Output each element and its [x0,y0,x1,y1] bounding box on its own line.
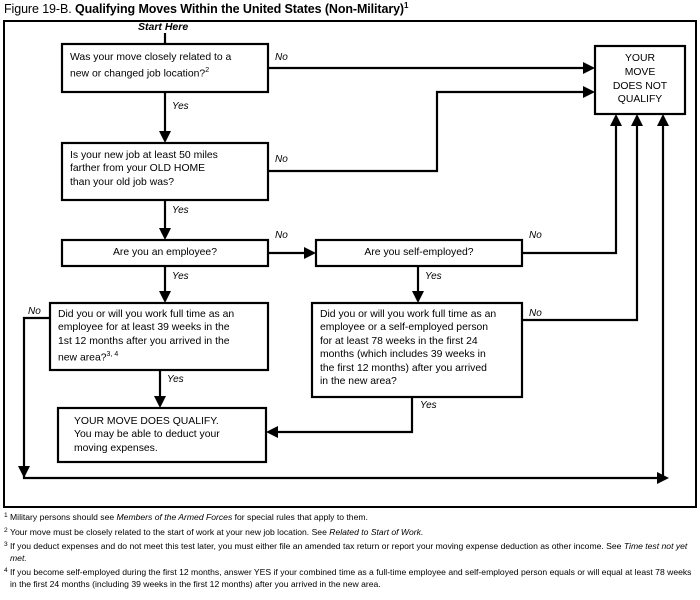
arrowhead-q6-no [631,114,643,126]
arrowhead-q2-yes [159,228,171,240]
qualify-line1: YOUR MOVE DOES QUALIFY. [74,416,219,427]
figure-label: Figure 19-B. [4,2,72,17]
flowchart-border [3,20,697,508]
node-fifty-miles-farther: Is your new job at least 50 miles farthe… [70,149,266,189]
footnote-2: 2 Your move must be closely related to t… [4,527,698,539]
not-qualify-line4: QUALIFY [617,94,663,106]
figure-title: Figure 19-B. Qualifying Moves Within the… [4,1,408,16]
arrowhead-q2-no [583,86,595,98]
arrowhead-q3-no [304,247,316,259]
q5-line1: Did you or will you work full time as an [58,309,235,320]
q5-line3: 1st 12 months after you arrived in the [58,335,230,347]
node-seventy-eight-weeks-test: Did you or will you work full time as an… [320,308,520,388]
node-move-does-qualify: YOUR MOVE DOES QUALIFY. You may be able … [74,415,264,455]
not-qualify-line2: MOVE [624,66,656,78]
arrowhead-q5-no-up [657,114,669,126]
arrowhead-q3-yes [159,291,171,303]
q6-line5: the first 12 months) after you arrived [320,362,487,374]
connector-q4-no [522,120,618,255]
box-outline-not-qualify [593,44,687,116]
footnote-4-text: If you become self-employed during the f… [10,567,692,589]
edge-label-q4-yes: Yes [425,271,442,282]
connector-q6-no [522,120,639,322]
q6-line6: in the new area? [320,376,397,388]
arrowhead-q1-no [583,62,595,74]
q2-line1: Is your new job at least 50 miles [70,150,218,161]
q6-line1: Did you or will you work full time as an [320,309,497,320]
q5-line2: employee for at least 39 weeks in the [58,322,230,334]
q5-footnote-mark: 3, 4 [106,351,119,359]
footnote-3-text: If you deduct expenses and do not meet t… [10,541,688,563]
footnote-3-mark: 3 [4,541,8,549]
q1-footnote-mark: 2 [205,67,210,75]
q1-line2: new or changed job location? [70,68,206,80]
q1-line1: Was your move closely related to a [70,52,232,63]
arrowhead-q4-no [610,114,622,126]
footnote-2-mark: 2 [4,526,8,534]
edge-label-q3-yes: Yes [172,271,189,282]
box-outline-q5 [48,301,270,372]
node-related-to-job-location: Was your move closely related to a new o… [70,51,262,81]
edge-label-q6-no: No [529,308,542,319]
footnote-4: 4 If you become self-employed during the… [4,567,698,590]
footnotes-list: 1 Military persons should see Members of… [4,512,698,594]
footnote-1-text: Military persons should see Members of t… [10,512,368,522]
not-qualify-line3: DOES NOT [612,80,668,92]
figure-title-text: Qualifying Moves Within the United State… [74,2,404,17]
footnote-2-text: Your move must be closely related to the… [10,526,424,537]
start-here-label: Start Here [138,21,189,33]
q6-line3: for at least 78 weeks in the first 24 [320,335,478,347]
arrowhead-q4-yes [412,291,424,303]
footnote-4-mark: 4 [4,567,8,575]
edge-label-q2-no: No [275,154,288,165]
footnote-1: 1 Military persons should see Members of… [4,512,698,524]
q5-line4: new area? [58,352,107,364]
arrowhead-q6-yes [266,426,278,438]
figure-title-footnote-mark: 1 [404,1,409,10]
qualify-line2: You may be able to deduct your [74,429,220,441]
edge-label-q1-yes: Yes [172,101,189,112]
box-outline-q6 [310,301,524,399]
node-are-you-self-employed: Are you self-employed? [364,247,474,258]
edge-label-q2-yes: Yes [172,205,189,216]
edge-label-q4-no: No [529,230,542,241]
not-qualify-line1: YOUR [624,53,656,64]
q2-line3: than your old job was? [70,176,174,188]
box-outline-qualify [56,406,268,464]
node-move-does-not-qualify: YOUR MOVE DOES NOT QUALIFY [595,52,685,107]
edge-label-q5-no: No [28,306,41,317]
arrowhead-q1-yes [159,131,171,143]
box-outline-q1 [60,42,270,94]
arrowhead-q5-yes [154,396,166,408]
q6-line2: employee or a self-employed person [320,322,489,334]
node-are-you-an-employee: Are you an employee? [113,247,217,258]
edge-label-q5-yes: Yes [167,374,184,385]
footnote-1-mark: 1 [4,512,8,519]
edge-label-q1-no: No [275,52,288,63]
qualify-line3: moving expenses. [74,442,158,454]
arrowhead-q5-no-right [657,472,669,484]
node-thirty-nine-weeks-test: Did you or will you work full time as an… [58,308,264,365]
connector-q2-no [268,90,589,173]
q6-line4: months (which includes 39 weeks in [320,349,486,361]
q2-line2: farther from your OLD HOME [70,163,206,175]
edge-label-q6-yes: Yes [420,400,437,411]
arrowhead-q5-no-down [18,466,30,478]
connector-q6-yes [272,397,414,434]
edge-label-q3-no: No [275,230,288,241]
footnote-3: 3 If you deduct expenses and do not meet… [4,541,698,564]
